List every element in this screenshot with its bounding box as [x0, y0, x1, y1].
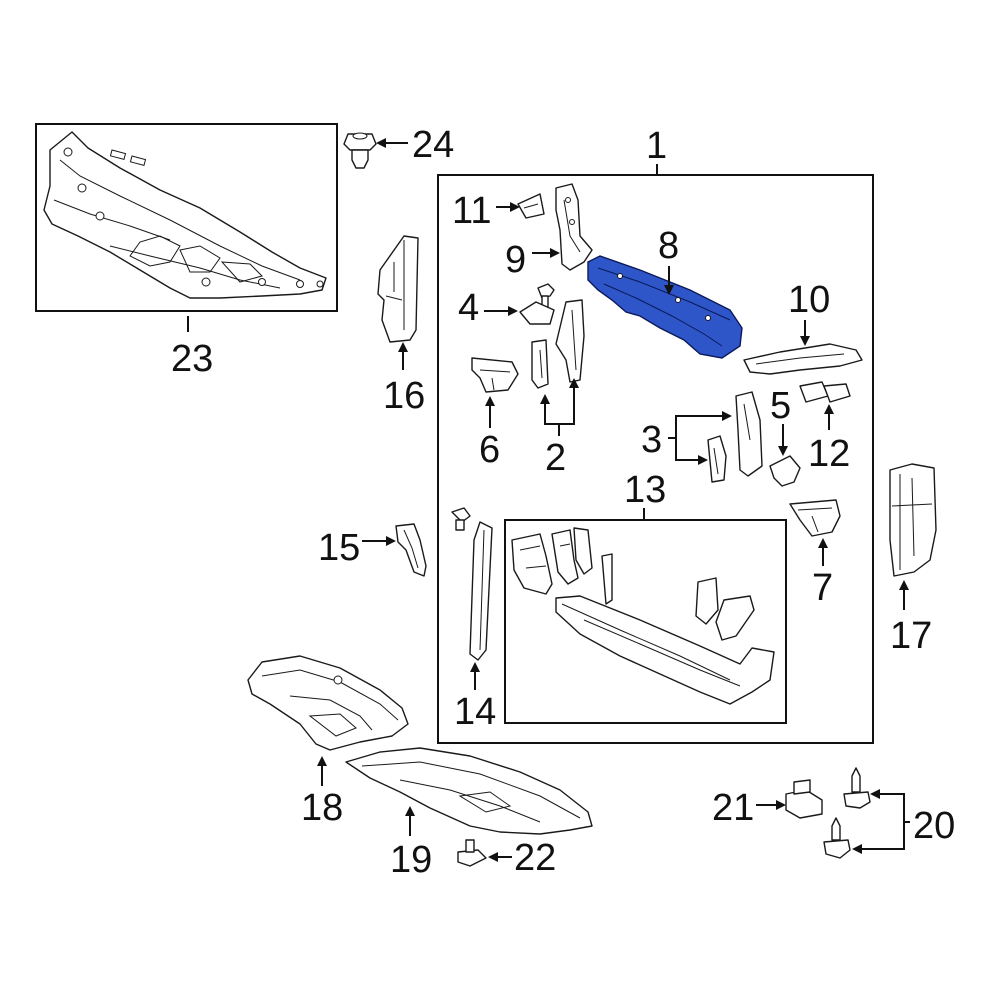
callout-7: 7	[812, 567, 833, 609]
callout-18: 18	[301, 787, 343, 829]
frame-part-23	[35, 123, 338, 312]
part-14-brace[interactable]	[451, 507, 493, 661]
callout-16: 16	[383, 375, 425, 417]
part-22-bolt[interactable]	[457, 839, 487, 867]
part-9-vertical-support[interactable]	[555, 183, 593, 271]
callout-8: 8	[658, 225, 679, 267]
callout-10: 10	[788, 279, 830, 321]
callout-15: 15	[318, 527, 360, 569]
frame-assembly-13	[504, 519, 787, 724]
callout-24: 24	[412, 124, 454, 166]
part-24-clip[interactable]	[343, 132, 377, 169]
part-3-brackets[interactable]	[707, 391, 763, 483]
frame-assembly-1	[437, 174, 874, 744]
part-8-body	[587, 255, 743, 359]
part-13-lower-support[interactable]	[511, 527, 775, 705]
callout-12: 12	[808, 433, 850, 475]
callout-21: 21	[712, 787, 754, 829]
callout-4: 4	[458, 287, 479, 329]
part-15-deflector[interactable]	[395, 523, 427, 577]
callout-22: 22	[514, 837, 556, 879]
part-23-radiator-cover[interactable]	[43, 131, 327, 299]
callout-5: 5	[770, 385, 791, 427]
part-17-side-seal[interactable]	[889, 463, 937, 577]
part-10-side-bracket[interactable]	[743, 343, 863, 375]
part-16-side-seal[interactable]	[377, 235, 419, 343]
callout-17: 17	[890, 615, 932, 657]
part-6-bracket[interactable]	[471, 357, 519, 393]
part-18-under-cover[interactable]	[247, 655, 409, 751]
callout-19: 19	[390, 839, 432, 881]
part-8-upper-support-highlighted[interactable]	[587, 255, 743, 359]
callout-23: 23	[171, 338, 213, 380]
callout-2: 2	[545, 437, 566, 479]
part-5-clip[interactable]	[769, 455, 801, 487]
callout-11: 11	[452, 190, 491, 232]
callout-1: 1	[646, 125, 667, 167]
callout-3: 3	[641, 419, 662, 461]
part-20-bolts[interactable]	[823, 767, 871, 859]
callout-9: 9	[505, 239, 526, 281]
part-11-bracket[interactable]	[517, 193, 545, 219]
callout-6: 6	[479, 429, 500, 471]
part-7-bracket[interactable]	[789, 499, 841, 537]
part-12-bracket[interactable]	[799, 381, 851, 403]
part-19-under-cover[interactable]	[345, 747, 593, 835]
callout-20: 20	[913, 805, 955, 847]
part-21-nut[interactable]	[785, 779, 823, 819]
part-4-bolt[interactable]	[519, 283, 555, 325]
callout-14: 14	[454, 691, 496, 733]
callout-13: 13	[624, 469, 666, 511]
